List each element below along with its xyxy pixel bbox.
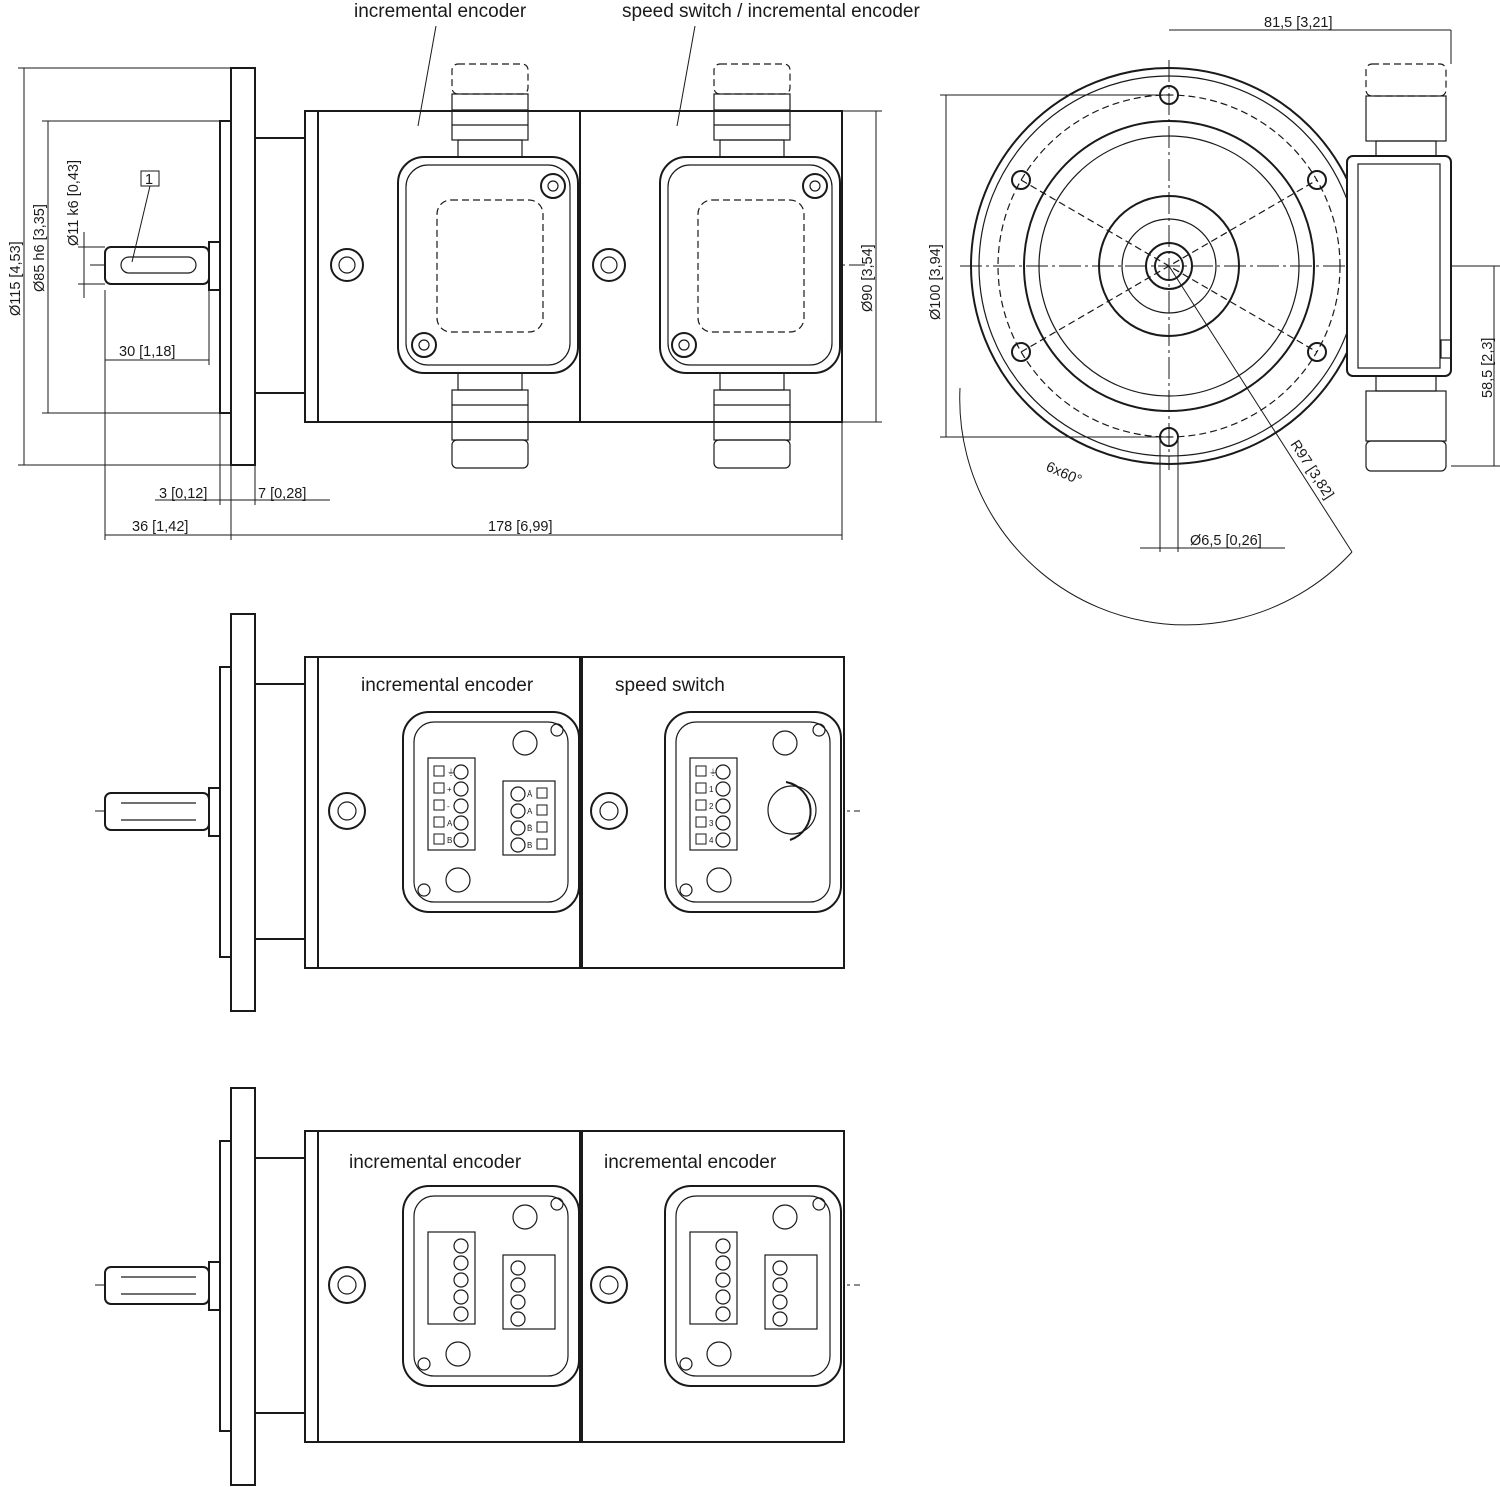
- dim-shaft-total: 36 [1,42]: [132, 519, 188, 535]
- front-view: [940, 29, 1500, 626]
- label-speed-switch-encoder-top: speed switch / incremental encoder: [622, 1, 920, 22]
- label-incremental-encoder-bottom-right: incremental encoder: [604, 1152, 777, 1173]
- dim-radius: R97 [3,82]: [1287, 437, 1337, 502]
- dim-shaft-length: 30 [1,18]: [119, 344, 175, 360]
- dim-body-diameter: Ø90 [3,54]: [860, 244, 876, 312]
- label-incremental-encoder-mid: incremental encoder: [361, 675, 534, 696]
- terminal-enc-right-2: B̄: [527, 824, 532, 833]
- dim-side-height: 58,5 [2,3]: [1480, 338, 1496, 398]
- label-incremental-encoder-top: incremental encoder: [354, 1, 527, 22]
- dim-flange-thickness: 7 [0,28]: [258, 486, 306, 502]
- dim-pitch-diameter: Ø100 [3,94]: [928, 244, 944, 320]
- terminal-enc-left-4: B: [447, 836, 452, 845]
- terminal-switch-0: ⏚: [709, 768, 717, 777]
- dim-flange-diameter: Ø115 [4,53]: [8, 241, 24, 316]
- terminal-enc-right-0: Ā: [527, 790, 533, 799]
- dimension-lines-side: [18, 67, 882, 540]
- top-view-speed-switch: [95, 613, 860, 1012]
- terminal-enc-left-1: +: [447, 785, 452, 794]
- terminal-enc-left-3: A: [447, 819, 453, 828]
- side-view-top: [90, 25, 865, 469]
- dim-hole-pattern: 6x60°: [1043, 459, 1084, 489]
- label-speed-switch-mid: speed switch: [615, 675, 725, 696]
- label-incremental-encoder-bottom-left: incremental encoder: [349, 1152, 522, 1173]
- callout-number: 1: [145, 172, 153, 188]
- top-view-dual-encoder: [95, 1087, 860, 1486]
- dim-shaft-diameter: Ø11 k6 [0,43]: [66, 160, 82, 246]
- dim-hole-diameter: Ø6,5 [0,26]: [1190, 533, 1262, 549]
- terminal-switch-3: 3: [709, 819, 714, 828]
- terminal-enc-left-0: ⏚: [447, 768, 455, 777]
- terminal-switch-2: 2: [709, 802, 714, 811]
- dim-spigot-diameter: Ø85 h6 [3,35]: [32, 204, 48, 292]
- terminal-switch-4: 4: [709, 836, 714, 845]
- dim-spigot-depth: 3 [0,12]: [159, 486, 207, 502]
- terminal-enc-left-2: -: [447, 802, 450, 811]
- dim-body-length: 178 [6,99]: [488, 519, 553, 535]
- terminal-switch-1: 1: [709, 785, 714, 794]
- dim-side-width: 81,5 [3,21]: [1264, 15, 1333, 31]
- terminal-enc-right-1: A: [527, 807, 533, 816]
- terminal-enc-right-3: B: [527, 841, 532, 850]
